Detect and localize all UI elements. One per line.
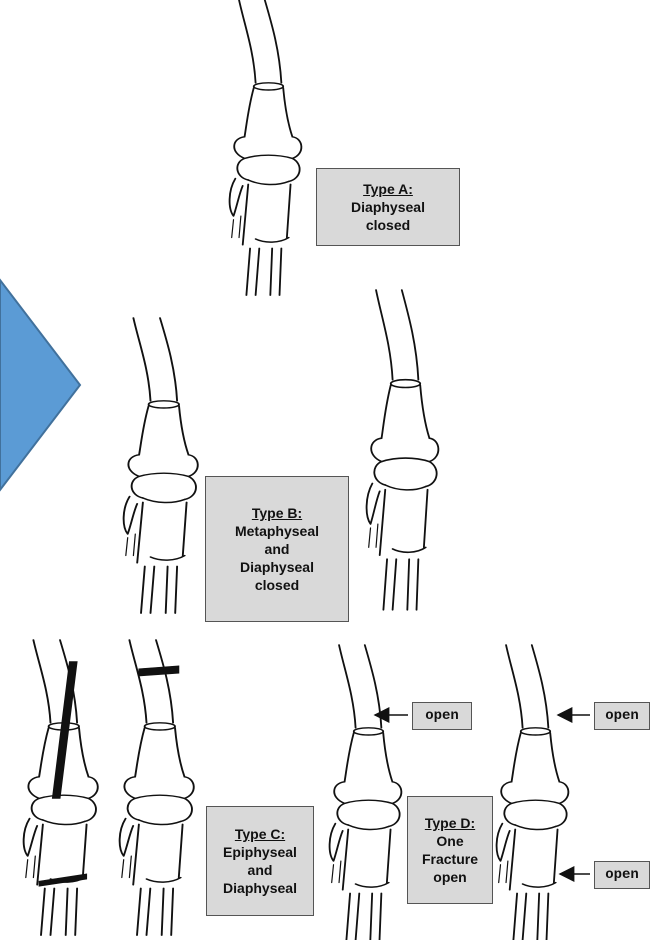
type-d-line-1: One (436, 832, 463, 850)
type-d-line-3: open (433, 868, 466, 886)
type-c-title: Type C: (235, 825, 285, 843)
open-tag-3: open (594, 861, 650, 889)
bone-type-b-right (367, 290, 439, 610)
bone-type-c-mid (120, 640, 194, 935)
type-c-label-box: Type C: Epiphyseal and Diaphyseal (206, 806, 314, 916)
type-a-line-1: Diaphyseal (351, 198, 425, 216)
type-a-label-box: Type A: Diaphyseal closed (316, 168, 460, 246)
type-b-label-box: Type B: Metaphyseal and Diaphyseal close… (205, 476, 349, 622)
type-a-title: Type A: (363, 180, 413, 198)
bone-type-a (230, 0, 302, 295)
type-d-line-2: Fracture (422, 850, 478, 868)
bone-type-d-right (497, 645, 569, 940)
type-b-line-2: and (265, 540, 290, 558)
type-b-line-4: closed (255, 576, 299, 594)
pointer-chevron-icon (0, 280, 80, 490)
open-tag-1: open (412, 702, 472, 730)
type-b-title: Type B: (252, 504, 302, 522)
type-d-label-box: Type D: One Fracture open (407, 796, 493, 904)
bone-type-c-left (24, 640, 98, 935)
type-d-title: Type D: (425, 814, 475, 832)
type-b-line-1: Metaphyseal (235, 522, 319, 540)
open-tag-2: open (594, 702, 650, 730)
type-a-line-2: closed (366, 216, 410, 234)
bone-type-b-left (124, 318, 198, 613)
type-b-line-3: Diaphyseal (240, 558, 314, 576)
bone-type-d-left (330, 645, 402, 940)
type-c-line-2: and (248, 861, 273, 879)
type-c-line-1: Epiphyseal (223, 843, 297, 861)
type-c-line-3: Diaphyseal (223, 879, 297, 897)
